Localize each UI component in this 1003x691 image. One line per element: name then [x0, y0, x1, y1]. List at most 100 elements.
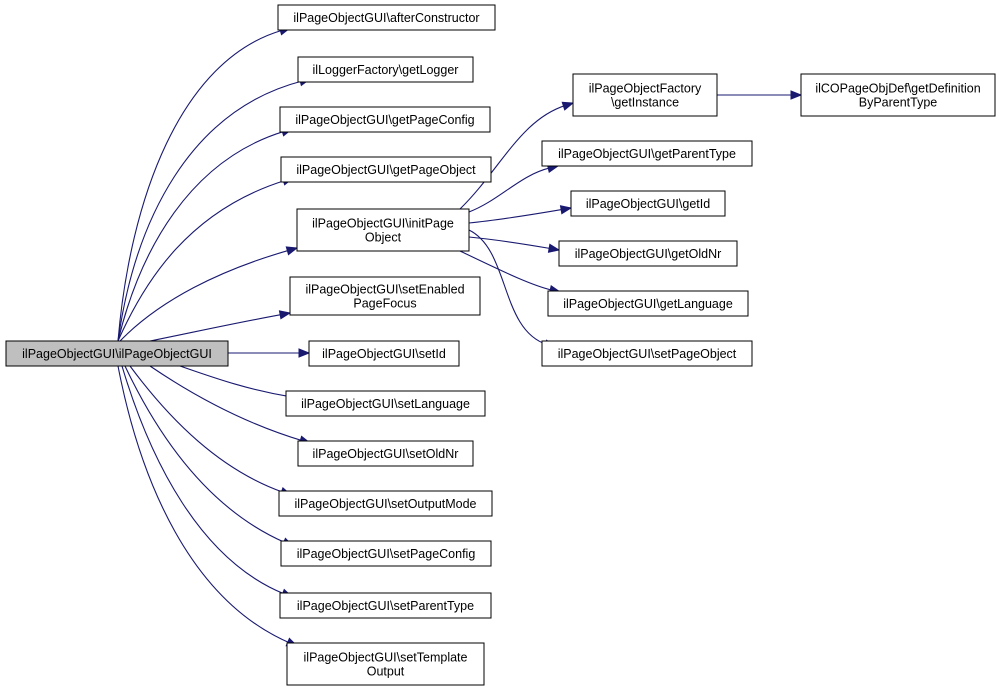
- node-box[interactable]: [280, 156, 492, 183]
- node-box[interactable]: [5, 340, 229, 367]
- node-label: ilCOPageObjDef\getDefinition: [815, 82, 980, 96]
- node-setId[interactable]: ilPageObjectGUI\setId: [308, 340, 460, 367]
- edge-root-to-setPageConfig: [124, 365, 295, 547]
- node-box[interactable]: [289, 276, 481, 316]
- edge-initPageObject-to-getInstance: [459, 101, 575, 210]
- node-label: ilPageObjectGUI\ilPageObjectGUI: [22, 347, 212, 361]
- edge-root-to-setOutputMode: [129, 365, 293, 496]
- node-box[interactable]: [570, 190, 726, 217]
- edge-root-to-setTemplateOutput: [117, 365, 299, 647]
- edge-line: [117, 365, 290, 644]
- node-box[interactable]: [279, 106, 491, 133]
- arrowhead-icon: [298, 348, 311, 358]
- node-afterConstructor[interactable]: ilPageObjectGUI\afterConstructor: [277, 4, 496, 31]
- node-box[interactable]: [286, 642, 485, 686]
- node-getParentType[interactable]: ilPageObjectGUI\getParentType: [541, 140, 753, 167]
- node-label: ilPageObjectGUI\getPageConfig: [295, 113, 474, 127]
- edge-line: [468, 208, 564, 224]
- node-box[interactable]: [296, 208, 470, 252]
- edge-line: [117, 179, 286, 342]
- node-label: ilPageObjectGUI\getParentType: [558, 147, 736, 161]
- node-label: ilPageObjectGUI\getPageObject: [296, 163, 476, 177]
- node-label: Object: [365, 231, 402, 245]
- node-label: ilPageObjectGUI\setLanguage: [301, 397, 470, 411]
- node-box[interactable]: [541, 340, 753, 367]
- edge-root-to-getPageConfig: [117, 127, 294, 342]
- node-label: ilPageObjectGUI\initPage: [312, 217, 454, 231]
- edge-line: [468, 236, 552, 250]
- node-setParentType[interactable]: ilPageObjectGUI\setParentType: [279, 592, 492, 619]
- node-box[interactable]: [278, 490, 493, 517]
- edge-line: [124, 365, 286, 544]
- arrowhead-icon: [790, 90, 803, 100]
- node-label: ilPageObjectGUI\getOldNr: [575, 247, 722, 261]
- node-label: ilPageObjectGUI\getId: [586, 197, 710, 211]
- node-label: Output: [367, 665, 405, 679]
- edge-root-to-initPageObject: [119, 246, 299, 342]
- node-box[interactable]: [277, 4, 496, 31]
- node-setPageConfig[interactable]: ilPageObjectGUI\setPageConfig: [280, 540, 492, 567]
- edge-line: [468, 167, 551, 213]
- node-getPageObject[interactable]: ilPageObjectGUI\getPageObject: [280, 156, 492, 183]
- node-getOldNr[interactable]: ilPageObjectGUI\getOldNr: [558, 240, 738, 267]
- edge-initPageObject-to-getId: [468, 205, 573, 224]
- node-label: ilPageObjectGUI\setOutputMode: [294, 497, 476, 511]
- edge-line: [459, 104, 566, 210]
- arrowhead-icon: [285, 246, 299, 256]
- node-box[interactable]: [297, 440, 474, 467]
- node-label: ilLoggerFactory\getLogger: [313, 63, 459, 77]
- edge-line: [129, 365, 284, 493]
- node-label: ilPageObjectGUI\getLanguage: [563, 297, 733, 311]
- node-setOutputMode[interactable]: ilPageObjectGUI\setOutputMode: [278, 490, 493, 517]
- node-box[interactable]: [547, 290, 749, 317]
- arrowhead-icon: [547, 243, 561, 253]
- arrowhead-icon: [559, 205, 573, 215]
- edge-root-to-setId: [228, 348, 311, 358]
- nodes-layer: ilPageObjectGUI\ilPageObjectGUI ilPageObj…: [5, 4, 996, 686]
- edge-initPageObject-to-setPageObject: [468, 229, 557, 349]
- node-label: ilPageObjectGUI\setTemplate: [304, 651, 468, 665]
- node-label: ilPageObjectGUI\setPageConfig: [297, 547, 476, 561]
- node-getPageConfig[interactable]: ilPageObjectGUI\getPageConfig: [279, 106, 491, 133]
- node-setOldNr[interactable]: ilPageObjectGUI\setOldNr: [297, 440, 474, 467]
- edge-line: [117, 29, 283, 342]
- node-getInstance[interactable]: ilPageObjectFactory\getInstance: [572, 73, 718, 117]
- node-box[interactable]: [297, 56, 474, 83]
- node-box[interactable]: [308, 340, 460, 367]
- node-label: ilPageObjectGUI\setId: [322, 347, 446, 361]
- node-box[interactable]: [280, 540, 492, 567]
- node-setPageObject[interactable]: ilPageObjectGUI\setPageObject: [541, 340, 753, 367]
- edge-getInstance-to-getDefinitionByParentType: [716, 90, 803, 100]
- node-label: ilPageObjectFactory: [589, 82, 702, 96]
- node-box[interactable]: [279, 592, 492, 619]
- node-root[interactable]: ilPageObjectGUI\ilPageObjectGUI: [5, 340, 229, 367]
- node-box[interactable]: [285, 390, 486, 417]
- edge-line: [121, 365, 285, 595]
- node-label: ilPageObjectGUI\afterConstructor: [293, 11, 479, 25]
- node-getLogger[interactable]: ilLoggerFactory\getLogger: [297, 56, 474, 83]
- node-label: ilPageObjectGUI\setParentType: [297, 599, 474, 613]
- node-setLanguage[interactable]: ilPageObjectGUI\setLanguage: [285, 390, 486, 417]
- edge-line: [119, 249, 290, 342]
- edge-line: [459, 250, 553, 291]
- edge-line: [117, 80, 303, 342]
- node-box[interactable]: [800, 73, 996, 117]
- arrowhead-icon: [561, 101, 575, 111]
- node-label: ilPageObjectGUI\setOldNr: [313, 447, 459, 461]
- node-label: ByParentType: [859, 96, 938, 110]
- edge-line: [468, 229, 548, 346]
- edge-line: [179, 365, 291, 398]
- node-box[interactable]: [541, 140, 753, 167]
- node-getLanguage[interactable]: ilPageObjectGUI\getLanguage: [547, 290, 749, 317]
- node-getId[interactable]: ilPageObjectGUI\getId: [570, 190, 726, 217]
- node-box[interactable]: [572, 73, 718, 117]
- node-label: ilPageObjectGUI\setPageObject: [558, 347, 737, 361]
- arrowhead-icon: [278, 310, 292, 320]
- node-label: ilPageObjectGUI\setEnabled: [305, 283, 464, 297]
- node-box[interactable]: [558, 240, 738, 267]
